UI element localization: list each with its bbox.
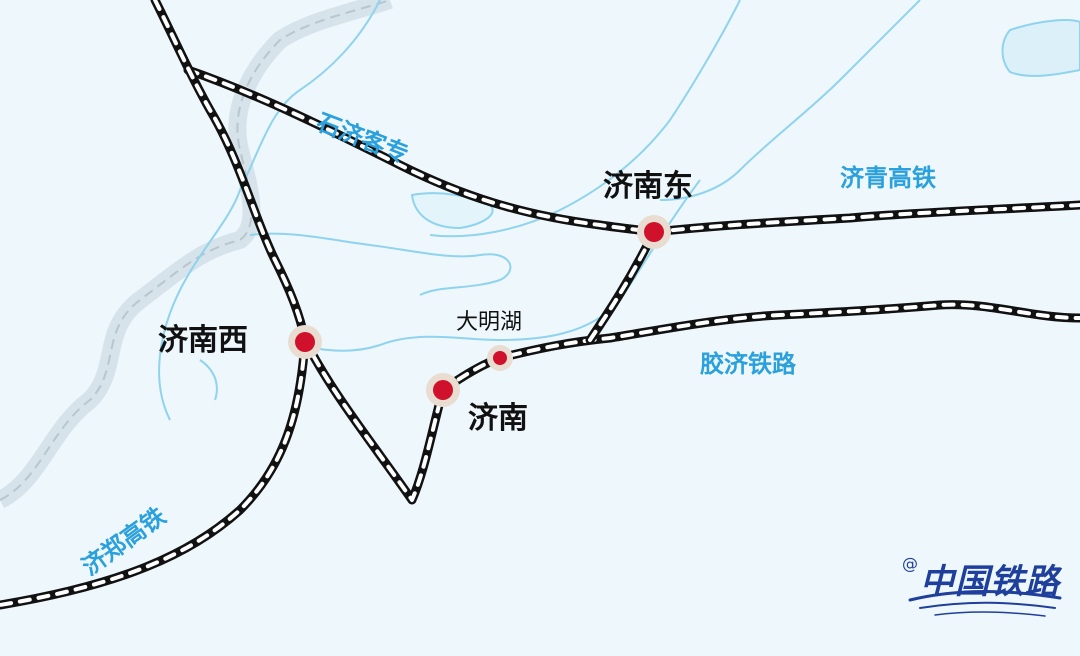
line-label-jiqing: 济青高铁 — [840, 164, 936, 192]
reservoir — [1001, 19, 1080, 77]
rail-trunk-north — [150, 0, 310, 345]
station-label-jinan-west: 济南西 — [158, 323, 248, 358]
brand-swoosh — [908, 590, 1062, 617]
district-boundary — [0, 0, 393, 509]
wetland — [410, 192, 494, 230]
station-label-jinan: 济南 — [468, 401, 528, 436]
station-jinan-east[interactable] — [637, 215, 671, 249]
line-label-jiaoji: 胶济铁路 — [700, 350, 796, 378]
brand-text: 中国铁路 — [920, 562, 1060, 602]
stations — [288, 215, 671, 407]
station-label-daminghu: 大明湖 — [456, 310, 523, 335]
rivers — [158, 0, 921, 421]
station-daminghu[interactable] — [487, 345, 513, 371]
brand-mark: @ — [902, 554, 918, 573]
china-railway-logo: @ 中国铁路 — [902, 548, 1068, 622]
station-label-jinan-east: 济南东 — [603, 169, 693, 204]
station-jinan[interactable] — [426, 373, 460, 407]
station-jinan-west[interactable] — [288, 325, 322, 359]
